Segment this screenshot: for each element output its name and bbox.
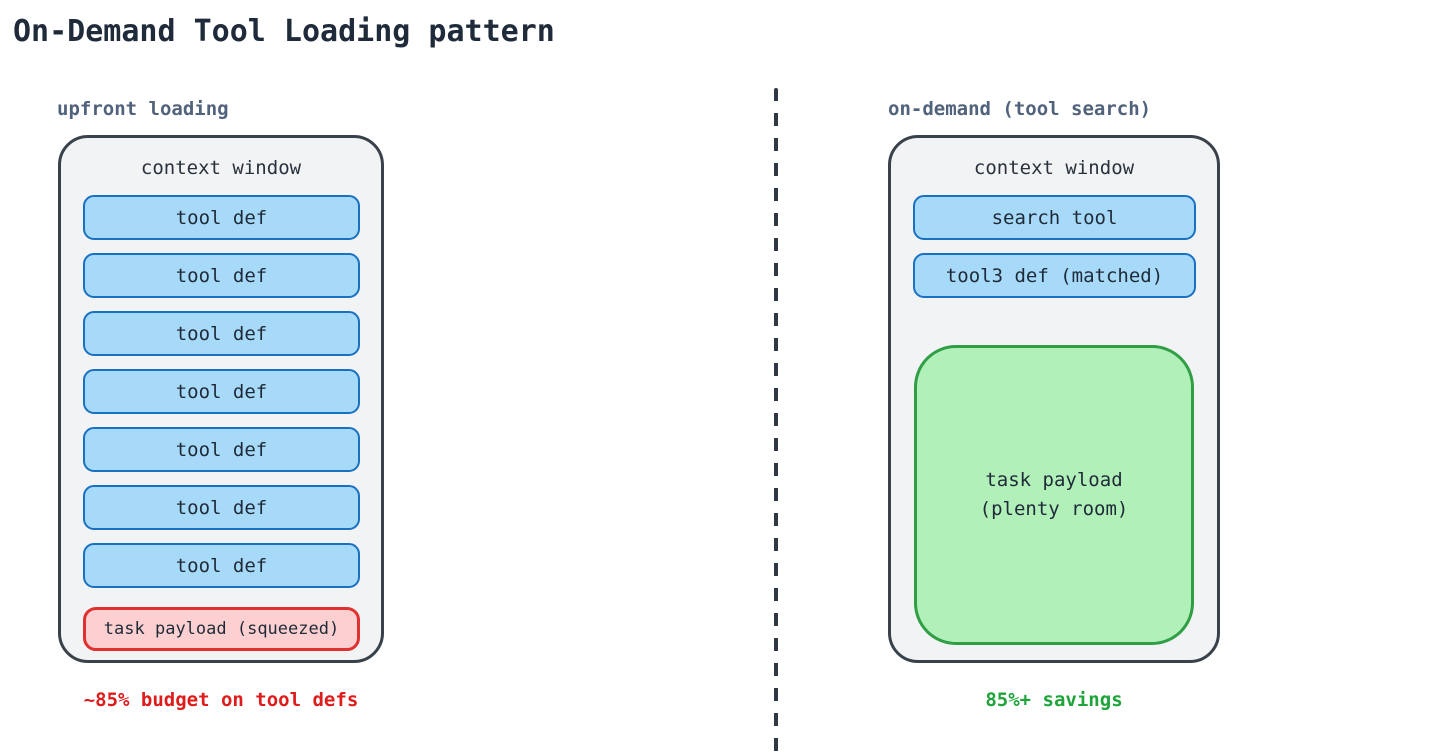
right-context-window-label: context window	[973, 157, 1135, 179]
search-tool-slot: search tool	[913, 195, 1196, 240]
tool-def-slot-1: tool def	[83, 195, 360, 240]
left-slot-list: tool def tool def tool def tool def tool…	[83, 195, 360, 651]
matched-tool-def-slot: tool3 def (matched)	[913, 253, 1196, 298]
task-payload-squeezed-slot: task payload (squeezed)	[83, 607, 360, 651]
task-payload-line1: task payload	[985, 469, 1123, 491]
left-panel-header: upfront loading	[57, 98, 229, 120]
right-context-window: context window search tool tool3 def (ma…	[888, 135, 1220, 663]
task-payload-roomy-box: task payload (plenty room)	[914, 345, 1194, 645]
tool-def-slot-3: tool def	[83, 311, 360, 356]
task-payload-line2: (plenty room)	[979, 498, 1129, 520]
right-slot-list: search tool tool3 def (matched)	[913, 195, 1196, 298]
page-title: On-Demand Tool Loading pattern	[13, 14, 555, 49]
tool-def-slot-7: tool def	[83, 543, 360, 588]
tool-def-slot-4: tool def	[83, 369, 360, 414]
left-caption: ~85% budget on tool defs	[83, 689, 359, 711]
panel-divider-dashed-line	[774, 88, 778, 756]
tool-def-slot-5: tool def	[83, 427, 360, 472]
tool-def-slot-6: tool def	[83, 485, 360, 530]
right-caption: 85%+ savings	[985, 689, 1123, 711]
left-context-window-label: context window	[140, 157, 302, 179]
left-context-window: context window tool def tool def tool de…	[58, 135, 384, 663]
right-panel-header: on-demand (tool search)	[888, 98, 1152, 120]
tool-def-slot-2: tool def	[83, 253, 360, 298]
